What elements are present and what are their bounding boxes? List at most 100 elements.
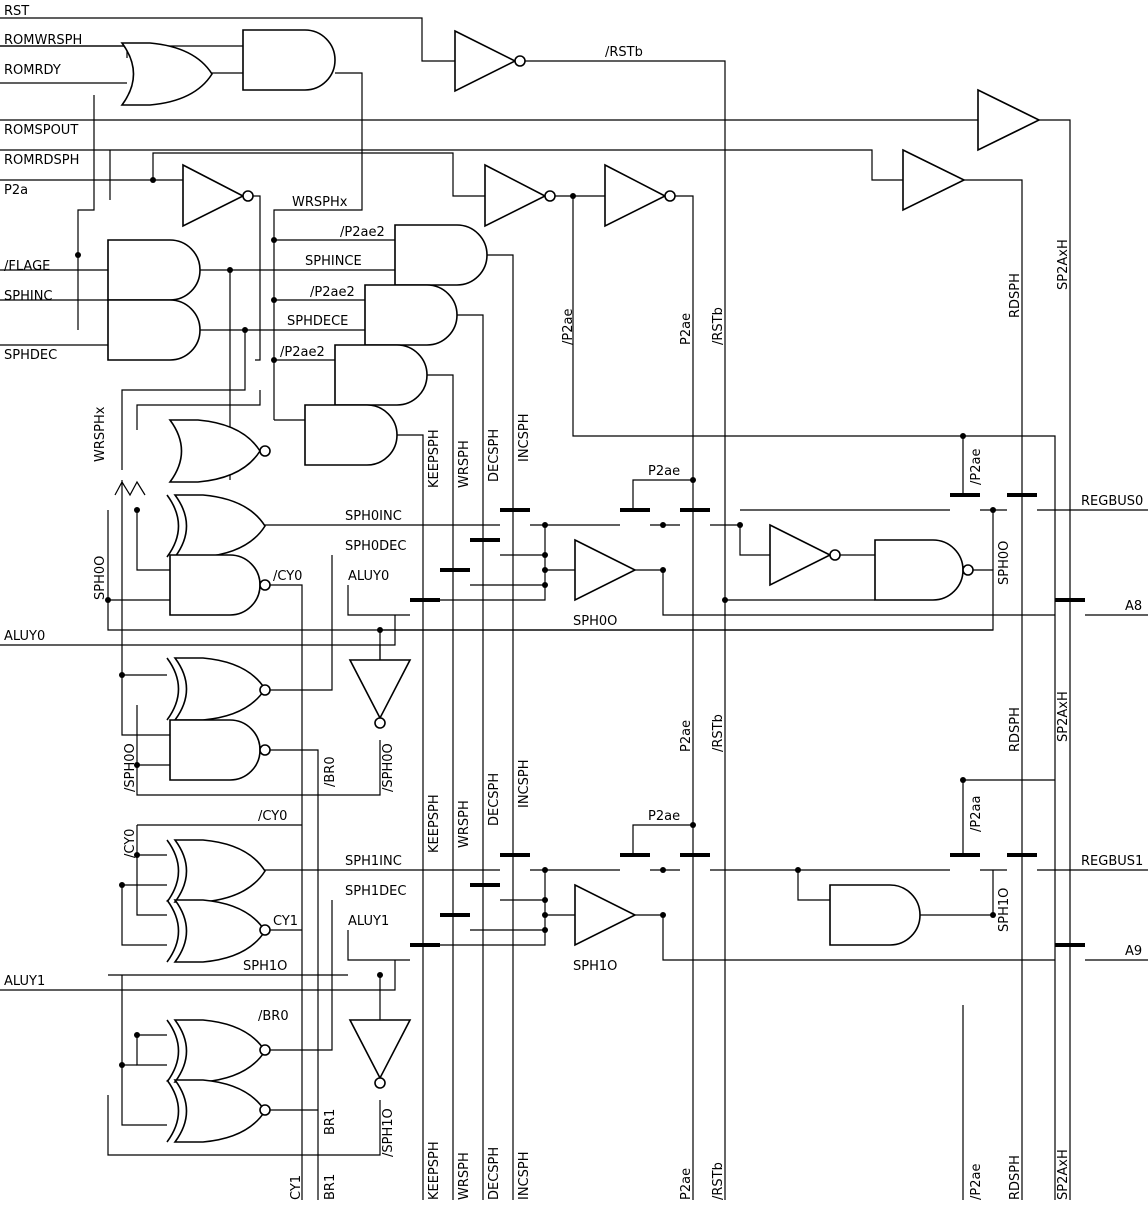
xor-gate-sph0 <box>166 494 266 558</box>
and-gate-incsph <box>394 224 488 286</box>
label-a8: A8 <box>1125 599 1142 614</box>
label-cy0: /CY0 <box>258 809 287 824</box>
label-p2ae2-c: /P2ae2 <box>280 345 325 360</box>
label-sph0o-vright: SPH0O <box>997 541 1012 585</box>
label-sph1dec: SPH1DEC <box>345 884 406 899</box>
label-rstb: /RSTb <box>605 45 643 60</box>
label-sph1inc: SPH1INC <box>345 854 402 869</box>
rst-buffer <box>454 29 526 93</box>
and-gate-top <box>242 29 336 91</box>
label-decsph-v1: DECSPH <box>487 773 502 826</box>
label-regbus0: REGBUS0 <box>1081 494 1143 509</box>
and-gate-sph1o <box>829 884 921 946</box>
xnor-gate-br0 <box>166 657 271 721</box>
label-rstb-bottom: /RSTb <box>711 1162 726 1200</box>
switches <box>410 493 1085 947</box>
nor-gate-wrsphx <box>168 419 271 483</box>
label-rstb-v: /RSTb <box>711 307 726 345</box>
label-sph1o-h: SPH1O <box>573 959 617 974</box>
and-gate-wrsph <box>334 344 428 406</box>
label-romrdsph: ROMRDSPH <box>4 153 79 168</box>
rdsph-buffer <box>902 148 966 212</box>
label-romwrsph: ROMWRSPH <box>4 33 82 48</box>
label-wrsphx-v: WRSPHx <box>93 406 108 462</box>
label-rdsph-bottom: RDSPH <box>1008 1155 1023 1200</box>
label-keepsph-v1: KEEPSPH <box>427 794 442 853</box>
p2ae2-inverter <box>604 163 676 228</box>
supply-mark <box>114 480 146 497</box>
label-rdsph-v: RDSPH <box>1008 273 1023 318</box>
label-cy1: CY1 <box>273 914 298 929</box>
p2ae-inverter <box>484 163 556 228</box>
label-sph0o-vleft: SPH0O <box>93 556 108 600</box>
and-gate-decsph <box>364 284 458 346</box>
label-wrsph-v0: WRSPH <box>457 440 472 488</box>
label-keepsph-v0: KEEPSPH <box>427 429 442 488</box>
label-br1-bottom: BR1 <box>323 1174 338 1200</box>
label-a9: A9 <box>1125 944 1142 959</box>
label-sph1o-left: SPH1O <box>243 959 287 974</box>
label-keepsph-bottom: KEEPSPH <box>427 1141 442 1200</box>
label-wrsph-v1: WRSPH <box>457 800 472 848</box>
label-p2aen-bottom: /P2ae <box>969 1164 984 1200</box>
label-sp2axh-bottom: SP2AxH <box>1056 1149 1071 1200</box>
label-sp2axh-v1: SP2AxH <box>1056 691 1071 742</box>
and-gate-sphdec <box>107 299 201 361</box>
sp2axh-buffer <box>977 88 1041 152</box>
label-cy0-vleft: /CY0 <box>123 829 138 858</box>
label-wrsph-bottom: WRSPH <box>457 1152 472 1200</box>
label-p2ae-1: P2ae <box>648 809 680 824</box>
xnor-gate-cy1 <box>166 899 271 963</box>
label-p2ae-bottom: P2ae <box>679 1168 694 1200</box>
label-sphinc: SPHINC <box>4 289 53 304</box>
sph1o-inverter <box>348 1019 412 1089</box>
label-p2ae2-a: /P2ae2 <box>340 225 385 240</box>
gates <box>107 29 1041 1143</box>
xor-gate-sph1 <box>166 839 266 903</box>
label-romrdy: ROMRDY <box>4 63 61 78</box>
label-sphdec: SPHDEC <box>4 348 57 363</box>
label-sph0o-h: SPH0O <box>573 614 617 629</box>
label-sp2axh-v: SP2AxH <box>1056 239 1071 290</box>
p2a-inverter <box>182 163 254 228</box>
label-p2aan-v: /P2aa <box>969 796 984 832</box>
label-regbus1: REGBUS1 <box>1081 854 1143 869</box>
label-aluy1: ALUY1 <box>348 914 389 929</box>
label-flage: /FLAGE <box>4 259 50 274</box>
label-aluy0: ALUY0 <box>348 569 389 584</box>
sph0-inverter <box>769 523 841 587</box>
label-incsph-v1: INCSPH <box>517 759 532 808</box>
label-p2aen-v0: /P2ae <box>969 449 984 485</box>
or-gate-top <box>120 42 213 106</box>
label-sphdece: SPHDECE <box>287 314 348 329</box>
label-p2ae-0: P2ae <box>648 464 680 479</box>
wires <box>0 17 1148 1200</box>
label-sph0inc: SPH0INC <box>345 509 402 524</box>
label-rstb-v1: /RSTb <box>711 714 726 752</box>
label-cy1-bottom: CY1 <box>289 1175 304 1200</box>
label-p2a: P2a <box>4 183 28 198</box>
sph0o-inverter <box>348 659 412 729</box>
nand-gate-cy0 <box>169 554 271 616</box>
sph1-buffer <box>574 883 637 947</box>
sph0-buffer <box>574 538 637 602</box>
label-sph0on-v: /SPH0O <box>381 743 396 792</box>
label-aluy1-in: ALUY1 <box>4 974 45 989</box>
nand-gate-br0 <box>169 719 271 781</box>
label-p2ae-v: P2ae <box>679 313 694 345</box>
label-br0n-2: /BR0 <box>258 1009 289 1024</box>
junctions <box>75 177 996 1068</box>
label-aluy0-in: ALUY0 <box>4 629 45 644</box>
label-sph0dec: SPH0DEC <box>345 539 406 554</box>
label-decsph-bottom: DECSPH <box>487 1147 502 1200</box>
label-romspout: ROMSPOUT <box>4 123 78 138</box>
label-br0n-v: /BR0 <box>323 756 338 787</box>
xnor-gate-br1a <box>166 1019 271 1083</box>
label-sph0on-vleft: /SPH0O <box>123 743 138 792</box>
label-wrsphx: WRSPHx <box>292 195 348 210</box>
xnor-gate-br1b <box>166 1079 271 1143</box>
label-p2ae-v1: P2ae <box>679 720 694 752</box>
label-incsph-v0: INCSPH <box>517 413 532 462</box>
label-sph1o-vright: SPH1O <box>997 888 1012 932</box>
and-gate-flage <box>107 239 201 301</box>
